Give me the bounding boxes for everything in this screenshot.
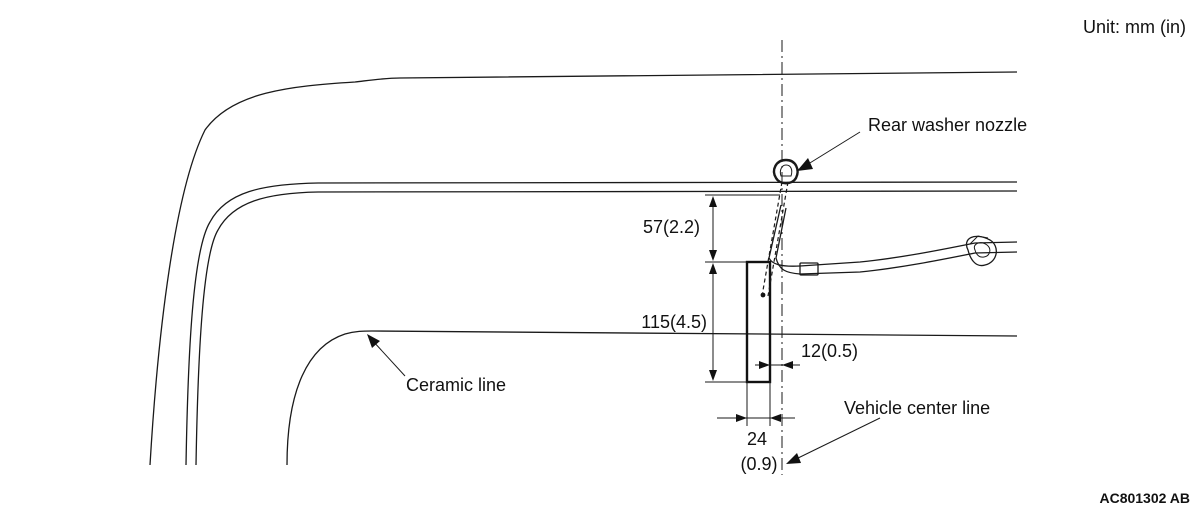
glass-outer-edge	[185, 181, 1018, 466]
nozzle-arrowhead	[797, 158, 813, 171]
ceramic-leader	[371, 339, 406, 377]
dim-115-arrow-bottom	[709, 370, 717, 381]
ceramic-line-label: Ceramic line	[406, 375, 506, 395]
nozzle-inner	[779, 164, 793, 177]
dim-label-09: (0.9)	[740, 454, 777, 474]
figure-code: AC801302 AB	[1099, 490, 1190, 506]
center-line-leader	[793, 417, 881, 461]
dim-label-12: 12(0.5)	[801, 341, 858, 361]
glass-inner-edge	[195, 190, 1018, 466]
dim-57-arrow-top	[709, 196, 717, 207]
washer-hose-lower	[775, 207, 1018, 275]
dim-label-115: 115(4.5)	[641, 312, 707, 332]
hose-hidden-2	[767, 181, 789, 297]
center-line-arrowhead	[786, 453, 801, 464]
dim-24-arrow-left	[736, 414, 747, 422]
hose-grommet-tab	[969, 235, 989, 245]
dim-12-arrow-right	[782, 361, 793, 369]
dim-24-arrow-right	[770, 414, 781, 422]
dim-label-57: 57(2.2)	[643, 217, 700, 237]
dim-label-24: 24	[747, 429, 767, 449]
rear-washer-nozzle-label: Rear washer nozzle	[868, 115, 1027, 135]
unit-label: Unit: mm (in)	[1083, 17, 1186, 37]
hose-grommet-inner	[973, 242, 991, 258]
hose-clip	[799, 262, 819, 276]
body-outer-contour	[149, 71, 1018, 466]
hose-grommet	[965, 235, 997, 267]
ceramic-line	[286, 330, 1018, 466]
nozzle-target-area	[745, 260, 772, 384]
dim-57-arrow-bottom	[709, 250, 717, 261]
nozzle-leader	[804, 131, 861, 167]
vehicle-center-line-label: Vehicle center line	[844, 398, 990, 418]
ceramic-arrowhead	[367, 334, 380, 348]
dim-12-arrow-left	[759, 361, 770, 369]
rear-washer-nozzle	[772, 158, 799, 185]
dim-115-arrow-top	[709, 263, 717, 274]
hose-hidden-1	[761, 181, 783, 297]
washer-hose-upper	[768, 204, 1018, 267]
